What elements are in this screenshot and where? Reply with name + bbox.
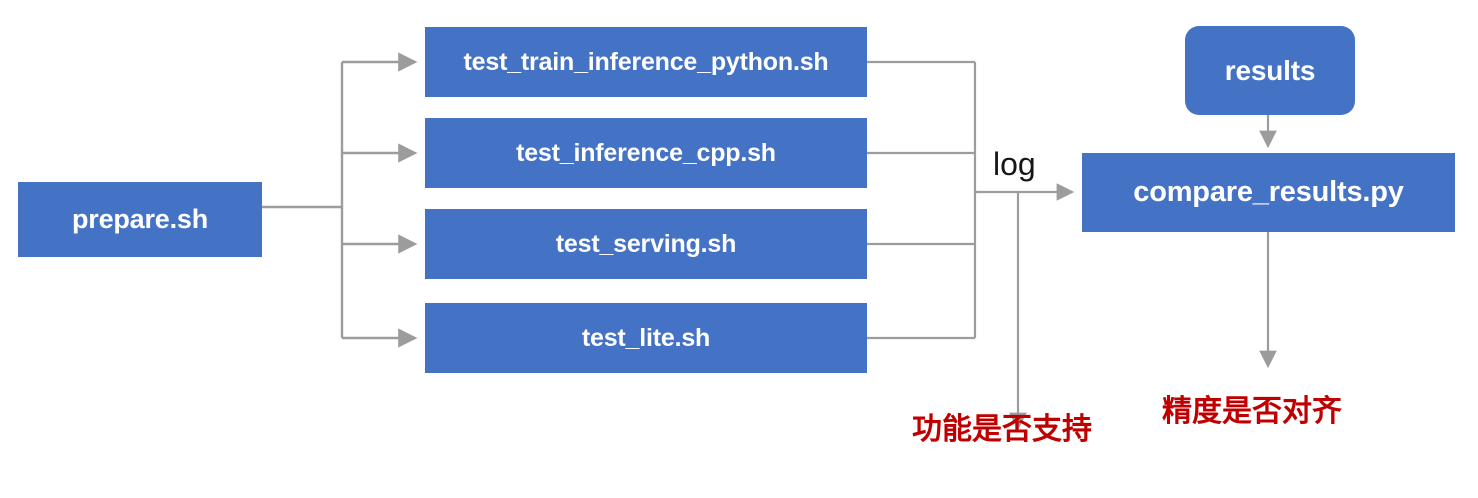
edge-label-log: log xyxy=(993,146,1036,182)
note-function-supported: 功能是否支持 xyxy=(912,412,1092,447)
node-results[interactable]: results xyxy=(1185,26,1355,115)
node-test-lite-sh-label: test_lite.sh xyxy=(581,323,711,352)
note-precision-aligned: 精度是否对齐 xyxy=(1162,394,1342,429)
node-prepare-sh-label: prepare.sh xyxy=(71,204,209,234)
node-test-train-inference-python-sh[interactable]: test_train_inference_python.sh xyxy=(425,27,867,97)
node-prepare-sh[interactable]: prepare.sh xyxy=(18,182,262,257)
node-compare-results-py[interactable]: compare_results.py xyxy=(1082,153,1455,232)
node-test-inference-cpp-sh-label: test_inference_cpp.sh xyxy=(516,138,776,167)
node-results-label: results xyxy=(1224,54,1316,86)
node-test-serving-sh[interactable]: test_serving.sh xyxy=(425,209,867,279)
node-test-lite-sh[interactable]: test_lite.sh xyxy=(425,303,867,373)
node-test-inference-cpp-sh[interactable]: test_inference_cpp.sh xyxy=(425,118,867,188)
node-test-serving-sh-label: test_serving.sh xyxy=(555,229,737,258)
node-test-train-inference-python-sh-label: test_train_inference_python.sh xyxy=(463,47,829,76)
node-compare-results-py-label: compare_results.py xyxy=(1133,176,1404,208)
